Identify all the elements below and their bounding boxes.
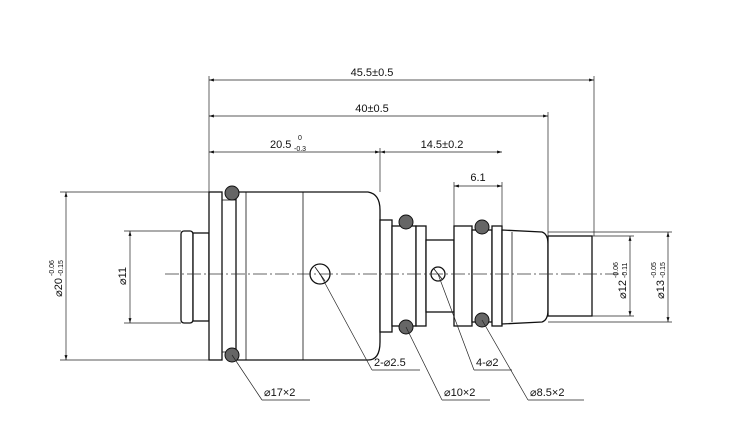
dim-dia-20: ⌀20 [53, 278, 65, 297]
dim-dia-20-tol-upper: -0.06 [49, 260, 56, 276]
dim-dia-11: ⌀11 [117, 267, 129, 285]
callout-oring-10: ⌀10×2 [444, 387, 475, 399]
callout-oring-17: ⌀17×2 [264, 387, 295, 399]
dim-length-14-5: 14.5±0.2 [421, 139, 464, 151]
callouts: ⌀17×2 2-⌀2.5 ⌀10×2 4-⌀2 ⌀8.5×2 [231, 273, 584, 401]
stem-shoulder [415, 225, 427, 327]
dim-dia-12-tol-lower: -0.11 [622, 262, 629, 278]
left-flange [208, 191, 223, 361]
dim-length-6-1: 6.1 [470, 172, 485, 184]
dim-dia-13-tol-lower: -0.15 [660, 262, 667, 278]
main-barrel [235, 191, 381, 361]
dim-length-20-5-tol-lower: -0.3 [294, 146, 306, 153]
dim-length-20-5-tol-upper: 0 [298, 135, 302, 142]
left-cap [180, 230, 194, 324]
dim-length-20-5: 20.5 [270, 139, 291, 151]
stem-groove-left [391, 225, 417, 327]
diameter-dimensions: ⌀20 -0.06 -0.15 ⌀11 ⌀12 -0.06 -0.11 ⌀13 … [49, 191, 672, 361]
stem-collar [379, 219, 393, 333]
left-neck [192, 232, 210, 322]
callout-holes-2: 4-⌀2 [476, 357, 499, 369]
dim-dia-12: ⌀12 [617, 280, 629, 299]
oring-10-top [398, 214, 414, 230]
dim-dia-13: ⌀13 [655, 280, 667, 299]
filter-mesh [547, 235, 593, 317]
oring-17-top [224, 185, 240, 201]
dim-length-40: 40±0.5 [355, 103, 389, 115]
callout-oring-8-5: ⌀8.5×2 [530, 387, 564, 399]
stem-land-right [491, 225, 503, 327]
dim-dia-12-tol-upper: -0.06 [613, 262, 620, 278]
callout-holes-2-5: 2-⌀2.5 [374, 357, 406, 369]
length-dimensions: 45.5±0.5 40±0.5 20.5 0 -0.3 14.5±0.2 6.1 [208, 67, 595, 236]
valve-body [180, 191, 593, 361]
dim-dia-13-tol-upper: -0.05 [651, 262, 658, 278]
stem-groove-right [471, 229, 493, 323]
oring-8-5-top [474, 219, 490, 235]
dim-total-length: 45.5±0.5 [351, 67, 394, 79]
stem-land [453, 225, 473, 327]
filter-housing [501, 229, 549, 325]
dim-dia-20-tol-lower: -0.15 [58, 260, 65, 276]
